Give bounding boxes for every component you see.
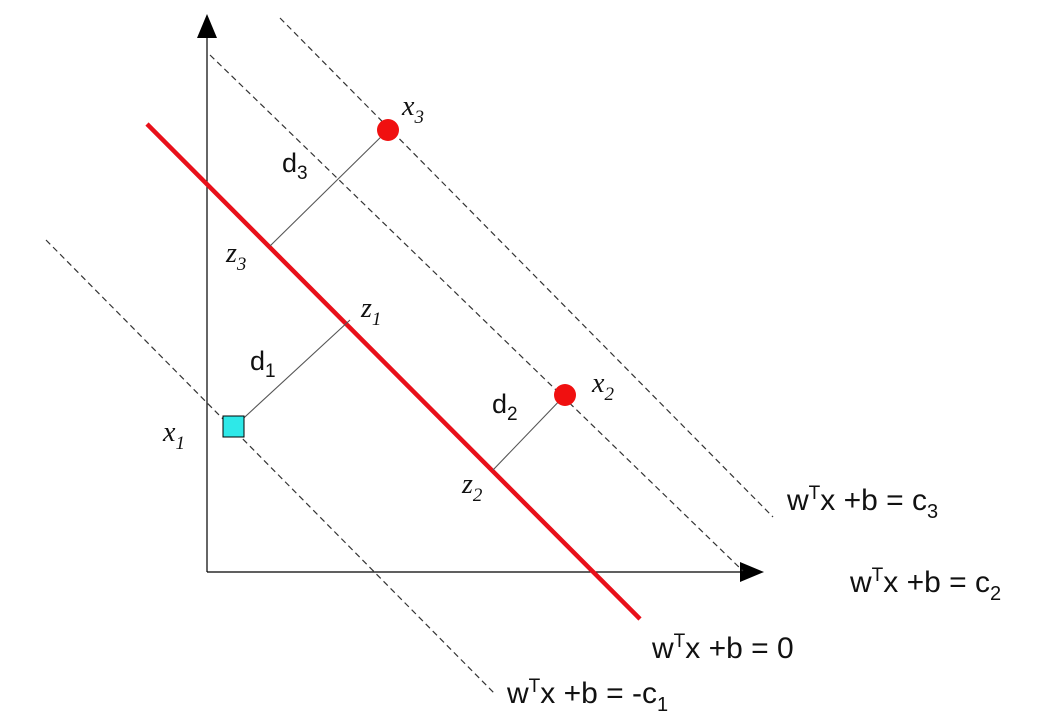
projection-labels: z3 z1 z2: [225, 238, 483, 506]
equation-c3: wTx +b = c3: [786, 483, 938, 523]
equation-c2: wTx +b = c2: [849, 565, 1001, 605]
segment-d1: [233, 319, 351, 428]
label-d3: d3: [282, 148, 308, 184]
level-line-minus-c1: [45, 239, 497, 696]
equation-minus-c1: wTx +b = -c1: [506, 676, 668, 716]
label-z3: z3: [225, 238, 246, 275]
label-x3: x3: [401, 91, 424, 128]
point-x1: [222, 415, 245, 438]
label-d1: d1: [250, 346, 276, 382]
equation-hyperplane: wTx +b = 0: [651, 631, 794, 665]
label-d2: d2: [492, 389, 518, 425]
label-z1: z1: [360, 293, 381, 330]
point-x3: [377, 119, 399, 141]
level-lines: [45, 17, 774, 696]
level-line-c3: [279, 17, 774, 518]
distance-labels: d3 d1 d2: [250, 148, 518, 425]
hyperplane-line: [145, 122, 642, 621]
level-line-c2: [209, 54, 744, 572]
point-labels: x3 x2 x1: [162, 91, 614, 454]
label-x1: x1: [162, 417, 185, 454]
axes: [197, 14, 764, 582]
y-axis-arrowhead: [197, 14, 217, 38]
label-x2: x2: [591, 368, 614, 405]
equation-labels: wTx +b = c3 wTx +b = c2 wTx +b = 0 wTx +…: [506, 483, 1001, 716]
x-axis-arrowhead: [740, 562, 764, 582]
data-points: [222, 119, 576, 438]
point-x2: [554, 384, 576, 406]
distance-segments: [233, 129, 566, 471]
segment-d2: [492, 394, 566, 471]
segment-d3: [269, 129, 389, 247]
label-z2: z2: [461, 469, 483, 506]
